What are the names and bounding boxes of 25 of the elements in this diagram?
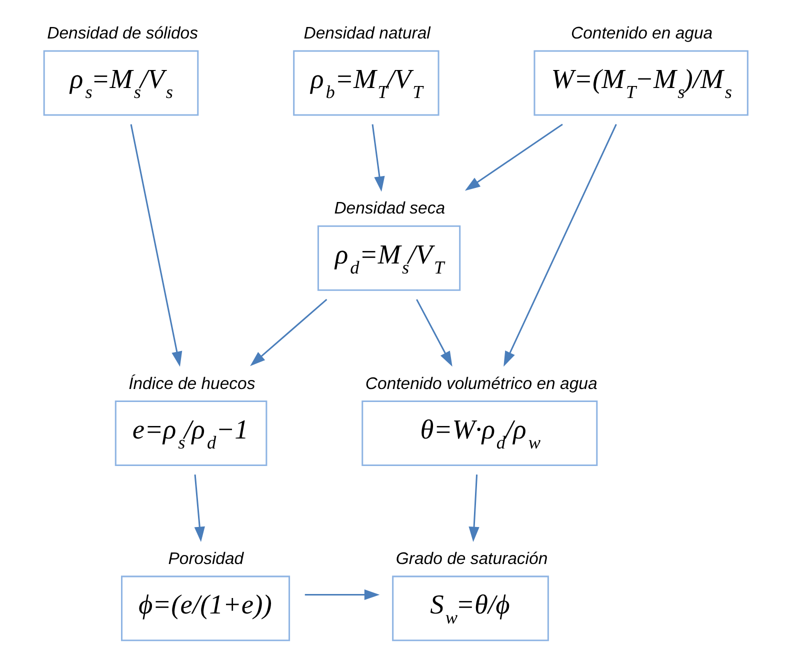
node-box: ρ$_{s}$=M$_{s}$/V$_{s}$: [42, 50, 198, 116]
node-label: Porosidad: [168, 548, 244, 568]
node-label: Grado de saturación: [395, 548, 548, 568]
node-label: Densidad de sólidos: [46, 24, 198, 43]
node-label: Contenido en agua: [570, 24, 712, 43]
arrow: [130, 124, 182, 367]
arrow: [194, 474, 204, 542]
node-box: ϕ=(e/(1+e)): [120, 576, 290, 642]
node-label: Índice de huecos: [128, 374, 255, 393]
arrow: [468, 474, 479, 542]
arrow: [304, 589, 380, 600]
node-box: W=(M$_{T}$−M$_{s}$)/M$_{s}$: [533, 50, 748, 116]
arrow: [371, 124, 384, 192]
node-label: Densidad seca: [334, 198, 445, 218]
node-label: Contenido volumétrico en agua: [364, 374, 597, 393]
node-box: S$_{w}$=θ/ϕ: [392, 576, 548, 642]
arrow: [250, 298, 327, 366]
arrow: [416, 299, 452, 367]
node-box: e=ρ$_{s}$/ρ$_{d}$−1: [114, 400, 267, 466]
node-box: ρ$_{d}$=M$_{s}$/V$_{T}$: [316, 225, 460, 291]
arrow: [464, 124, 562, 191]
node-box: θ=W·ρ$_{d}$/ρ$_{w}$: [361, 400, 598, 466]
node-label: Densidad natural: [303, 24, 430, 43]
arrow: [503, 124, 616, 367]
node-box: ρ$_{b}$=M$_{T}$/V$_{T}$: [292, 50, 439, 116]
